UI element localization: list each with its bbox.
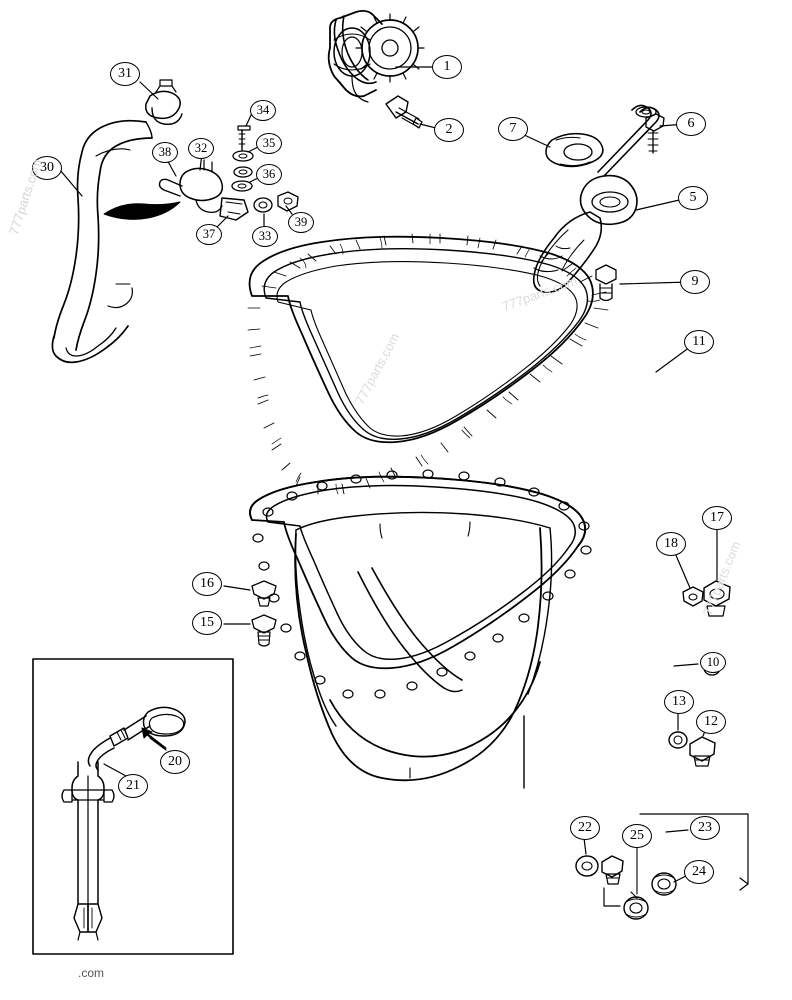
part-oil-pickup-tube	[532, 104, 660, 294]
part-plug-25a	[601, 855, 624, 885]
callout-11[interactable]: 11	[684, 330, 714, 354]
part-oil-pump	[327, 9, 425, 103]
callout-6[interactable]: 6	[676, 112, 706, 136]
callout-5[interactable]: 5	[678, 186, 708, 210]
callout-22[interactable]: 22	[570, 816, 600, 840]
callout-36[interactable]: 36	[256, 164, 282, 185]
callout-24[interactable]: 24	[684, 860, 714, 884]
callout-32[interactable]: 32	[188, 138, 214, 159]
callout-23[interactable]: 23	[690, 816, 720, 840]
part-oil-pan	[249, 469, 592, 789]
part-pump-bolt	[385, 95, 423, 129]
part-washer-stack	[231, 125, 254, 192]
callout-31[interactable]: 31	[110, 62, 140, 86]
part-plug-right-17	[703, 580, 731, 617]
callout-17[interactable]: 17	[702, 506, 732, 530]
callout-leaders	[59, 66, 718, 883]
callout-16[interactable]: 16	[192, 572, 222, 596]
callout-33[interactable]: 33	[252, 226, 278, 247]
part-group-bracket-23	[603, 813, 749, 907]
part-washer-22	[575, 855, 599, 877]
part-plug-25b	[623, 896, 649, 920]
part-drain-plug-left	[251, 580, 277, 647]
callout-35[interactable]: 35	[256, 133, 282, 154]
callout-15[interactable]: 15	[192, 611, 222, 635]
callout-2[interactable]: 2	[434, 118, 464, 142]
callout-34[interactable]: 34	[250, 100, 276, 121]
part-pickup-gasket	[545, 132, 604, 168]
callout-10[interactable]: 10	[700, 652, 726, 673]
callout-20[interactable]: 20	[160, 750, 190, 774]
watermark-corner: .com	[78, 966, 105, 980]
part-oil-fill-tube	[51, 79, 183, 364]
part-plug-24	[651, 872, 677, 896]
part-fill-tube-valve	[158, 159, 299, 221]
callout-21[interactable]: 21	[118, 774, 148, 798]
part-washer-13	[668, 731, 688, 749]
part-oil-level-gauge	[61, 706, 186, 941]
callout-30[interactable]: 30	[32, 156, 62, 180]
callout-9[interactable]: 9	[680, 270, 710, 294]
callout-39[interactable]: 39	[288, 212, 314, 233]
part-drain-plug-12	[689, 736, 716, 767]
callout-37[interactable]: 37	[196, 224, 222, 245]
part-washer-18	[682, 586, 704, 607]
inset-box-frame	[32, 658, 234, 955]
callout-1[interactable]: 1	[432, 55, 462, 79]
callout-12[interactable]: 12	[696, 710, 726, 734]
callout-7[interactable]: 7	[498, 117, 528, 141]
callout-25[interactable]: 25	[622, 824, 652, 848]
callout-38[interactable]: 38	[152, 142, 178, 163]
callout-18[interactable]: 18	[656, 532, 686, 556]
part-pan-bolt-9	[595, 264, 617, 302]
callout-13[interactable]: 13	[664, 690, 694, 714]
part-oil-pan-gasket	[247, 233, 609, 495]
